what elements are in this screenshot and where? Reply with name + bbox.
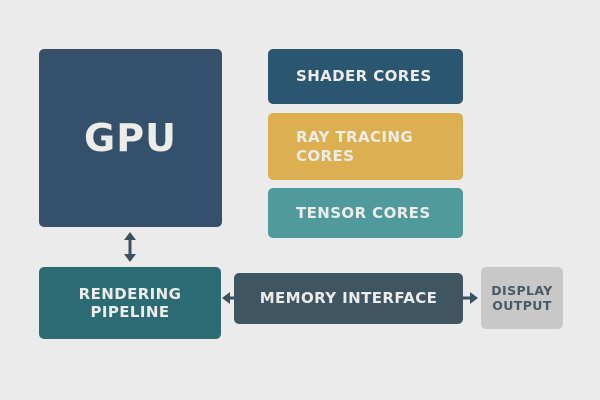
tensor-cores-node: TENSOR CORES [268,188,463,238]
rendering-pipeline-label: RENDERING PIPELINE [79,285,182,322]
memory-to-display-arrow [463,292,478,304]
rendering-line2: PIPELINE [90,303,170,321]
ray-tracing-line1: RAY TRACING [296,128,414,147]
gpu-label: GPU [84,115,177,160]
display-output-label: DISPLAY OUTPUT [491,283,553,314]
display-line2: OUTPUT [492,298,552,313]
ray-tracing-cores-node: RAY TRACING CORES [268,113,463,180]
rendering-pipeline-node: RENDERING PIPELINE [39,267,221,339]
memory-interface-node: MEMORY INTERFACE [234,273,463,324]
memory-interface-label: MEMORY INTERFACE [259,289,438,308]
ray-tracing-cores-label: RAY TRACING CORES [296,128,413,165]
memory-to-rendering-arrow [222,292,234,304]
ray-tracing-line2: CORES [296,146,355,165]
gpu-rendering-bidirectional-arrow [124,232,136,262]
shader-cores-label: SHADER CORES [296,67,432,86]
display-line1: DISPLAY [491,282,553,298]
tensor-cores-label: TENSOR CORES [296,203,431,222]
shader-cores-node: SHADER CORES [268,49,463,104]
display-output-node: DISPLAY OUTPUT [481,267,563,329]
gpu-node: GPU [39,49,222,227]
rendering-line1: RENDERING [78,284,182,303]
